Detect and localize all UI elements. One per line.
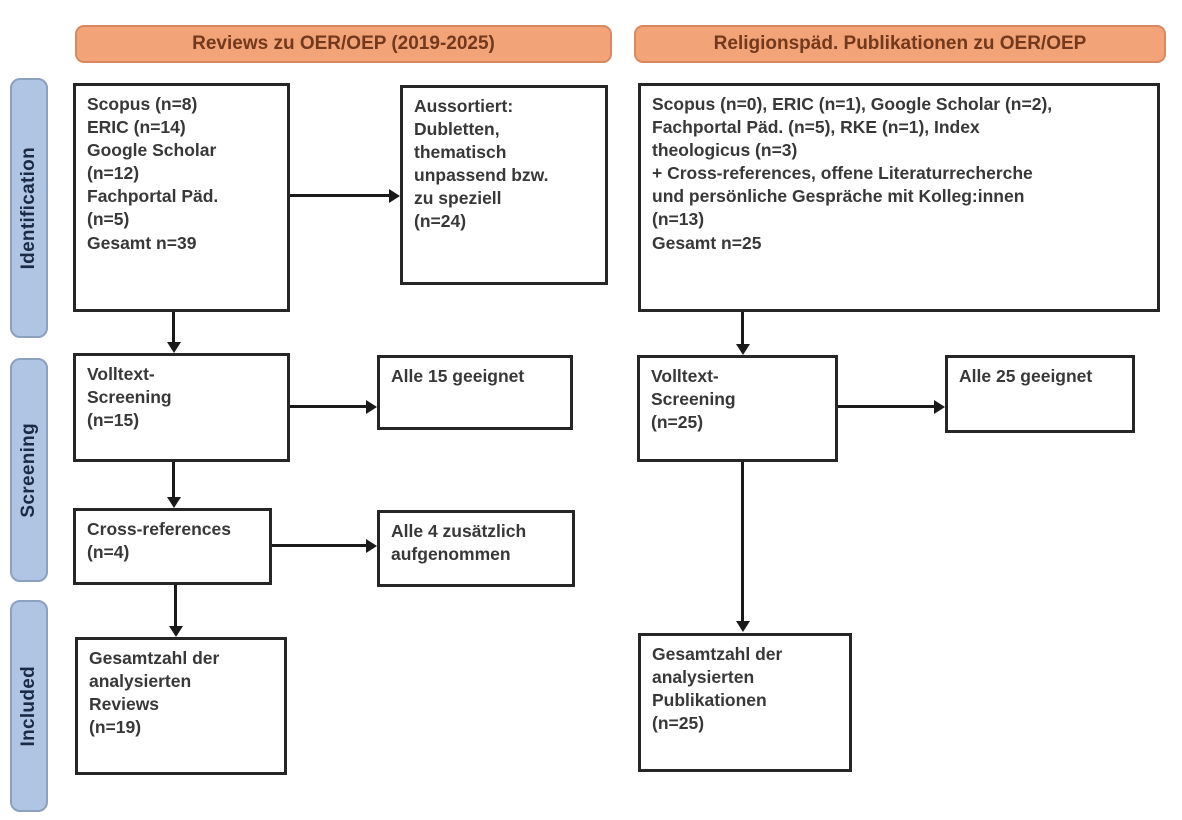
arrow-left-sources-to-excluded	[290, 188, 400, 203]
stage-identification-label: Identification	[18, 146, 39, 270]
box-left-included-total: Gesamtzahl der analysierten Reviews (n=1…	[75, 637, 287, 775]
arrow-right-fulltext-down	[735, 462, 750, 632]
stage-screening: Screening	[10, 358, 48, 582]
box-right-sources: Scopus (n=0), ERIC (n=1), Google Scholar…	[638, 83, 1160, 312]
stage-included-label: Included	[18, 665, 39, 747]
box-right-fulltext-result: Alle 25 geeignet	[945, 355, 1135, 433]
box-left-crossref: Cross-references (n=4)	[73, 508, 272, 585]
box-left-sources: Scopus (n=8) ERIC (n=14) Google Scholar …	[73, 83, 290, 312]
box-right-fulltext-screening: Volltext- Screening (n=25)	[637, 355, 838, 462]
stage-identification: Identification	[10, 78, 48, 338]
column-header-religionspaed: Religionspäd. Publikationen zu OER/OEP	[634, 25, 1166, 63]
box-left-fulltext-result: Alle 15 geeignet	[377, 355, 573, 430]
arrow-left-sources-down	[166, 312, 181, 353]
stage-included: Included	[10, 600, 48, 812]
arrow-left-fulltext-to-result	[290, 399, 377, 414]
arrow-left-crossref-to-result	[272, 538, 377, 553]
box-left-fulltext-screening: Volltext- Screening (n=15)	[73, 353, 290, 462]
column-header-reviews: Reviews zu OER/OEP (2019-2025)	[75, 25, 612, 63]
box-left-crossref-result: Alle 4 zusätzlich aufgenommen	[377, 510, 575, 587]
arrow-left-crossref-down	[168, 585, 183, 637]
arrow-right-sources-down	[735, 312, 750, 355]
arrow-left-fulltext-down	[166, 462, 181, 508]
box-right-included-total: Gesamtzahl der analysierten Publikatione…	[638, 633, 852, 772]
stage-screening-label: Screening	[18, 422, 39, 518]
arrow-right-fulltext-to-result	[838, 399, 945, 414]
box-left-excluded: Aussortiert: Dubletten, thematisch unpas…	[400, 85, 608, 285]
